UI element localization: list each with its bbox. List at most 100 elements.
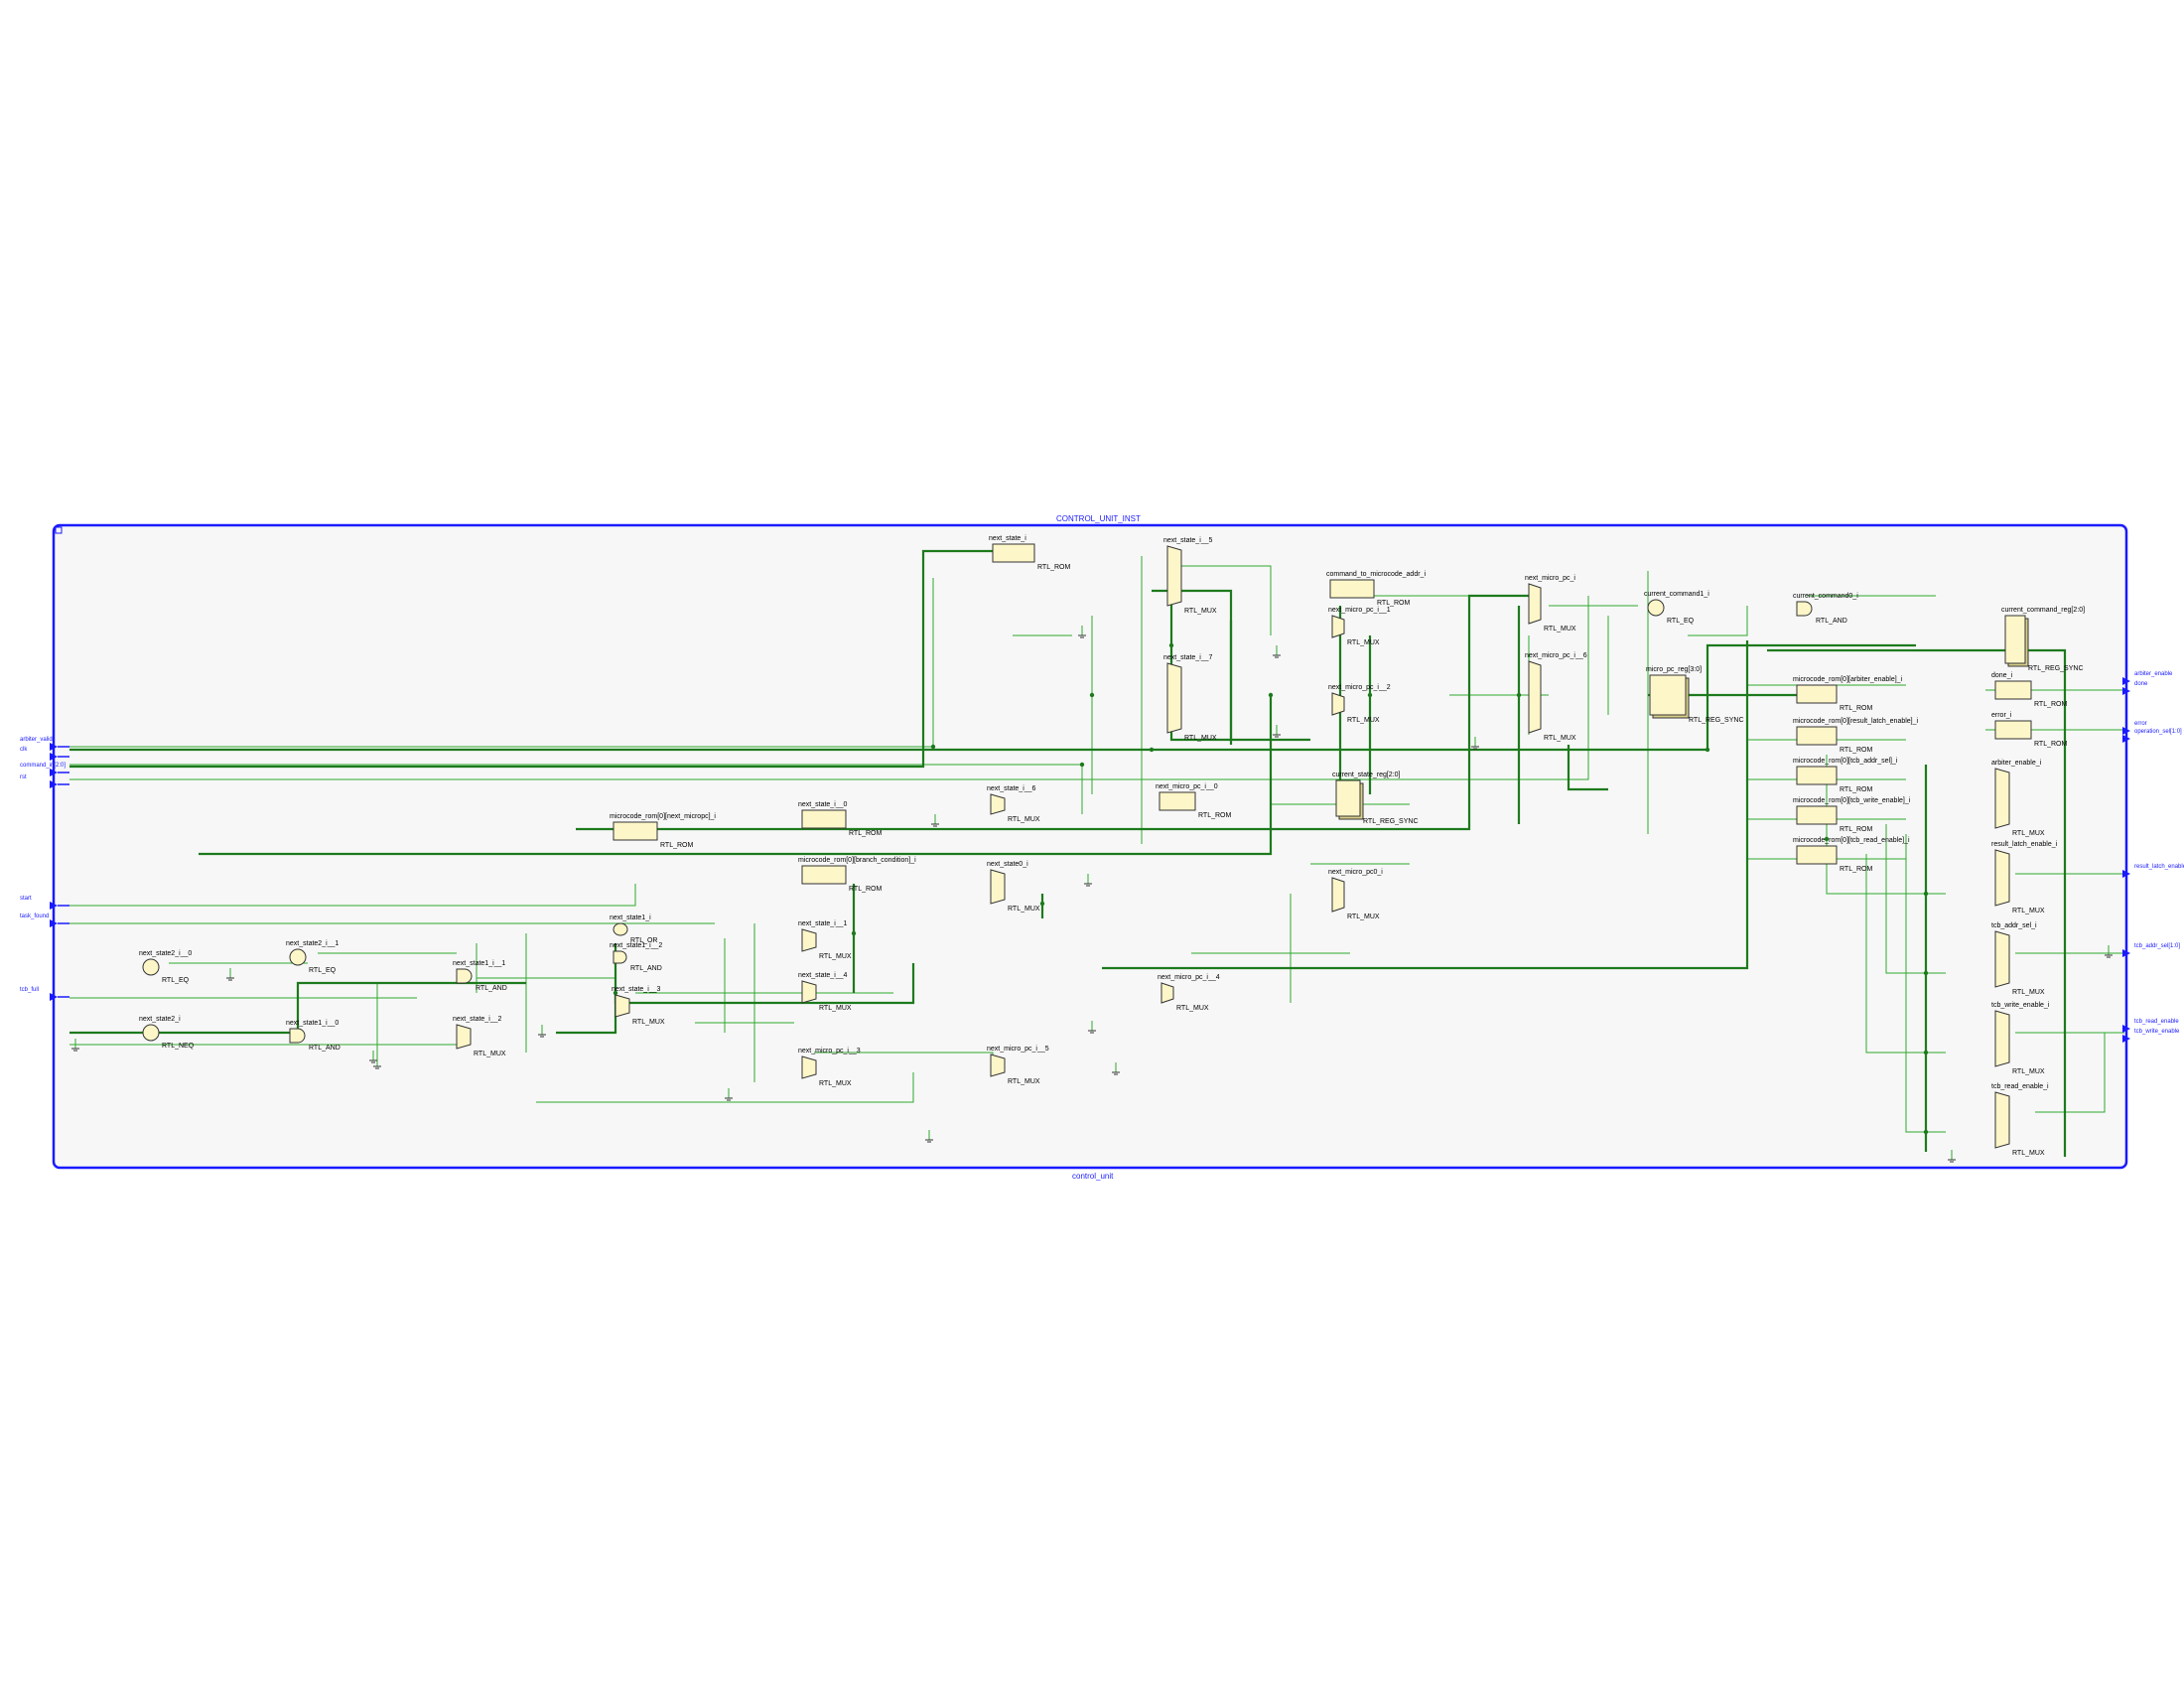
cell-reg[interactable] — [1649, 674, 1690, 719]
cell-mux[interactable] — [1994, 1010, 2010, 1067]
cell-type-label: RTL_REG_SYNC — [1689, 717, 1744, 724]
cell-and[interactable] — [456, 968, 473, 984]
cell-rom[interactable] — [1796, 726, 1838, 746]
cell-name-label: next_state_i__3 — [612, 986, 661, 993]
output-port[interactable] — [2122, 677, 2130, 685]
cell-name-label: next_state2_i — [139, 1016, 181, 1023]
cell-rom[interactable] — [801, 809, 847, 829]
cell-rom[interactable] — [613, 821, 658, 841]
cell-mux[interactable] — [1528, 660, 1542, 734]
cell-mux[interactable] — [801, 980, 817, 1004]
cell-and[interactable] — [613, 950, 627, 964]
input-port-label: rst — [20, 774, 27, 780]
cell-and[interactable] — [1796, 601, 1813, 617]
cell-eq[interactable] — [289, 948, 307, 966]
cell-type-label: RTL_EQ — [309, 967, 337, 974]
cell-reg[interactable] — [2004, 615, 2029, 667]
input-port[interactable] — [50, 753, 58, 761]
input-port[interactable] — [50, 743, 58, 751]
cell-type-label: RTL_AND — [309, 1045, 341, 1052]
cell-name-label: current_command_reg[2:0] — [2001, 607, 2086, 614]
cell-mux[interactable] — [1331, 692, 1345, 716]
input-port[interactable] — [50, 919, 58, 927]
cell-name-label: microcode_rom[0][tcb_write_enable]_i — [1793, 797, 1911, 804]
cell-eq[interactable] — [142, 958, 160, 976]
cell-rom[interactable] — [1329, 579, 1375, 599]
cell-mux[interactable] — [1166, 545, 1182, 607]
cell-name-label: microcode_rom[0][tcb_addr_sel]_i — [1793, 758, 1898, 765]
cell-mux[interactable] — [1994, 1091, 2010, 1149]
cell-name-label: next_state1_i__2 — [610, 942, 663, 949]
output-port[interactable] — [2122, 727, 2130, 735]
cell-mux[interactable] — [990, 869, 1006, 905]
output-port[interactable] — [2122, 1025, 2130, 1033]
cell-rom[interactable] — [1796, 684, 1838, 704]
ground-icon — [1088, 1021, 1096, 1034]
cell-type-label: RTL_ROM — [1840, 826, 1873, 833]
output-port[interactable] — [2122, 949, 2130, 957]
cell-type-label: RTL_EQ — [162, 977, 190, 984]
cell-type-label: RTL_NEQ — [162, 1043, 195, 1050]
output-port[interactable] — [2122, 735, 2130, 743]
cell-type-label: RTL_ROM — [2034, 701, 2068, 708]
cell-type-label: RTL_MUX — [2012, 830, 2045, 837]
cell-rom[interactable] — [1796, 766, 1838, 785]
cell-rom[interactable] — [1994, 720, 2032, 740]
output-port[interactable] — [2122, 870, 2130, 878]
cell-mux[interactable] — [801, 1055, 817, 1079]
cell-mux[interactable] — [1994, 849, 2010, 907]
cell-eq[interactable] — [142, 1024, 160, 1042]
ground-icon — [1273, 645, 1281, 658]
cell-type-label: RTL_ROM — [849, 830, 883, 837]
cell-mux[interactable] — [1994, 930, 2010, 988]
cell-name-label: next_state_i__2 — [453, 1016, 502, 1023]
cell-name-label: next_micro_pc_i__1 — [1328, 607, 1391, 614]
cell-rom[interactable] — [992, 543, 1035, 563]
output-port[interactable] — [2122, 1035, 2130, 1043]
cell-type-label: RTL_MUX — [1008, 906, 1040, 913]
ground-icon — [71, 1039, 79, 1052]
cell-rom[interactable] — [801, 865, 847, 885]
cell-mux[interactable] — [1331, 877, 1345, 913]
cell-type-label: RTL_MUX — [1347, 717, 1380, 724]
cell-mux[interactable] — [1994, 768, 2010, 829]
instance-title[interactable]: CONTROL_UNIT_INST — [1056, 514, 1141, 523]
cell-or[interactable] — [613, 922, 628, 936]
input-port[interactable] — [50, 769, 58, 776]
cell-name-label: next_state_i__7 — [1163, 654, 1213, 661]
cell-mux[interactable] — [801, 928, 817, 952]
cell-rom[interactable] — [1159, 791, 1196, 811]
cell-and[interactable] — [289, 1028, 306, 1044]
cell-mux[interactable] — [1166, 662, 1182, 734]
cell-type-label: RTL_MUX — [2012, 1150, 2045, 1157]
cell-name-label: tcb_addr_sel_i — [1991, 922, 2037, 929]
cell-mux[interactable] — [456, 1024, 472, 1050]
cell-rom[interactable] — [1796, 805, 1838, 825]
cell-rom[interactable] — [1796, 845, 1838, 865]
cell-type-label: RTL_ROM — [1198, 812, 1232, 819]
input-port[interactable] — [50, 780, 58, 788]
ground-icon — [1078, 626, 1086, 638]
cell-type-label: RTL_ROM — [1840, 866, 1873, 873]
cell-reg[interactable] — [1335, 779, 1364, 820]
output-port[interactable] — [2122, 687, 2130, 695]
cell-mux[interactable] — [990, 1054, 1006, 1077]
cell-eq[interactable] — [1647, 599, 1665, 617]
input-port[interactable] — [50, 993, 58, 1001]
cell-mux[interactable] — [990, 793, 1006, 815]
cell-type-label: RTL_MUX — [1176, 1005, 1209, 1012]
cell-rom[interactable] — [1994, 680, 2032, 700]
cell-name-label: tcb_read_enable_i — [1991, 1083, 2049, 1090]
cell-type-label: RTL_MUX — [2012, 989, 2045, 996]
collapse-icon[interactable] — [55, 526, 63, 534]
module-name: control_unit — [1072, 1172, 1114, 1181]
cell-name-label: next_state2_i__1 — [286, 940, 340, 947]
cell-mux[interactable] — [1160, 982, 1174, 1004]
cell-mux[interactable] — [1331, 615, 1345, 638]
cell-mux[interactable] — [1528, 583, 1542, 625]
cell-mux[interactable] — [614, 994, 630, 1018]
cell-name-label: current_command1_i — [1644, 591, 1709, 598]
cell-name-label: command_to_microcode_addr_i — [1326, 571, 1426, 578]
input-port[interactable] — [50, 902, 58, 910]
